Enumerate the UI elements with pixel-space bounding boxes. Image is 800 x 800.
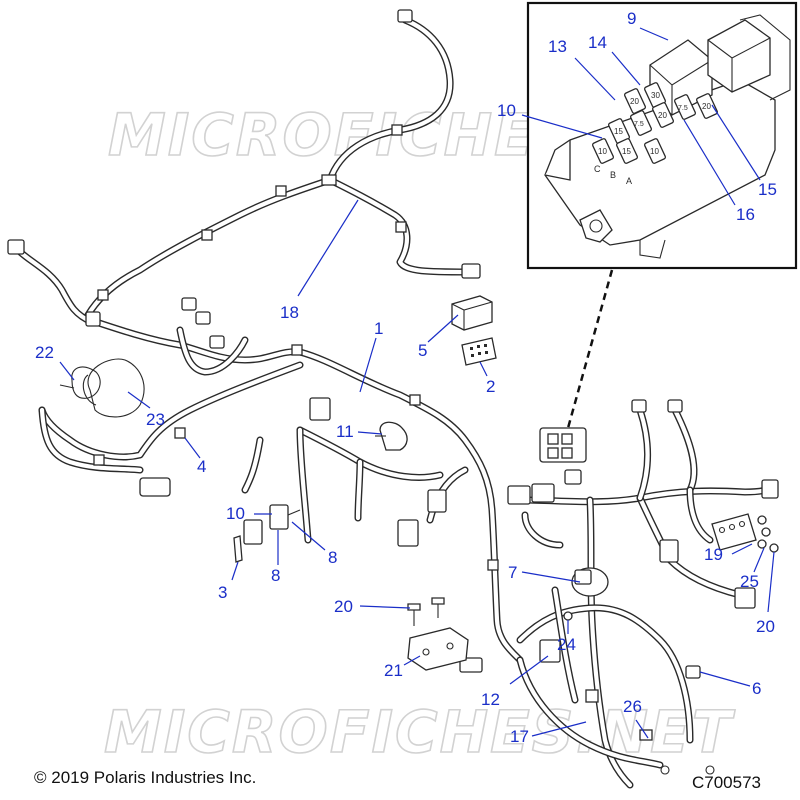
callout-21: 21 (384, 661, 403, 680)
leader-7 (521, 571, 581, 583)
leader-12 (509, 655, 549, 685)
leader-1 (359, 337, 377, 393)
slot-letter: C (594, 164, 601, 174)
fuse-label: 7.5 (678, 105, 688, 112)
leader-15 (711, 104, 761, 181)
right-harness-cluster (459, 399, 779, 789)
leader-20b (767, 551, 775, 613)
connector-set (243, 504, 301, 545)
loop-strap (59, 366, 101, 399)
fuse-grid: 20 30 15 7.5 20 7.5 10 15 10 20 (592, 82, 718, 164)
callout-5: 5 (418, 341, 427, 360)
callout-20a: 20 (334, 597, 353, 616)
leader-16 (683, 119, 736, 206)
inset-pointer-line (566, 269, 614, 429)
callout-1: 1 (374, 319, 383, 338)
fuse-label: 15 (614, 127, 623, 136)
callouts: 1 2 3 4 5 6 7 8 8 10 11 12 17 18 19 20 2 (35, 199, 775, 746)
part-code: C700573 (692, 773, 761, 792)
leader-13 (574, 57, 616, 101)
terminal-strip (711, 513, 757, 551)
callout-11: 11 (336, 422, 354, 441)
leader-11 (357, 431, 383, 435)
fuse-label: 10 (598, 147, 607, 156)
fuse-label: 20 (702, 102, 711, 111)
callout-6: 6 (752, 679, 761, 698)
callout-7: 7 (508, 563, 517, 582)
callout-16: 16 (736, 205, 755, 224)
callout-2: 2 (486, 377, 495, 396)
leader-8a (291, 521, 326, 551)
callout-14: 14 (588, 33, 607, 52)
leader-14 (611, 51, 641, 86)
leader-9 (639, 27, 669, 41)
leader-6 (699, 671, 751, 687)
relay-cover (451, 295, 493, 331)
callout-8b: 8 (271, 566, 280, 585)
slot-letter: A (626, 176, 632, 186)
callout-15: 15 (758, 180, 777, 199)
fuse-label: 7.5 (634, 121, 644, 128)
callout-8a: 8 (328, 548, 337, 567)
callout-20b: 20 (756, 617, 775, 636)
fuse-label: 15 (622, 147, 631, 156)
leader-4 (184, 437, 201, 459)
leader-26 (635, 719, 649, 739)
leader-18 (297, 199, 359, 297)
callout-10: 10 (226, 504, 245, 523)
callout-10-inset: 10 (497, 101, 516, 120)
main-harness (38, 297, 524, 664)
bolt-left (407, 597, 445, 626)
small-clip (233, 535, 243, 563)
callout-23: 23 (146, 410, 165, 429)
fuse-label: 20 (630, 97, 639, 106)
callout-12: 12 (481, 690, 500, 709)
callout-17: 17 (510, 727, 529, 746)
nut-set (757, 515, 779, 553)
callout-13: 13 (548, 37, 567, 56)
leader-5 (427, 314, 459, 343)
slot-letter: B (610, 170, 616, 180)
grommet-loop (82, 358, 145, 418)
leader-2 (479, 361, 488, 377)
label-plate (461, 337, 497, 366)
callout-3: 3 (218, 583, 227, 602)
fuse-label: 30 (651, 91, 660, 100)
fuse-label: 20 (658, 111, 667, 120)
callout-25: 25 (740, 572, 759, 591)
sensor (375, 421, 408, 451)
leader-19 (731, 543, 753, 555)
leader-20a (359, 605, 411, 609)
watermark-bottom: MICROFICHES.NET (104, 698, 736, 766)
fuse-box-inset: 20 30 15 7.5 20 7.5 10 15 10 20 C B A 9 … (497, 1, 798, 270)
callout-4: 4 (197, 457, 206, 476)
callout-22: 22 (35, 343, 54, 362)
leader-17 (531, 721, 587, 737)
leader-10-inset (521, 114, 603, 139)
leader-25 (753, 547, 765, 573)
fuse-label: 10 (650, 147, 659, 156)
callout-18: 18 (280, 303, 299, 322)
leader-3 (231, 561, 239, 581)
leader-21 (403, 655, 421, 666)
mounting-bracket (407, 627, 469, 671)
harness-branch-upper (7, 9, 481, 326)
copyright-text: © 2019 Polaris Industries Inc. (34, 768, 256, 787)
leader-22 (59, 361, 75, 381)
callout-19: 19 (704, 545, 723, 564)
callout-24: 24 (557, 635, 576, 654)
callout-26: 26 (623, 697, 642, 716)
callout-9: 9 (627, 9, 636, 28)
leader-23 (127, 391, 151, 409)
small-fastener (563, 611, 573, 621)
